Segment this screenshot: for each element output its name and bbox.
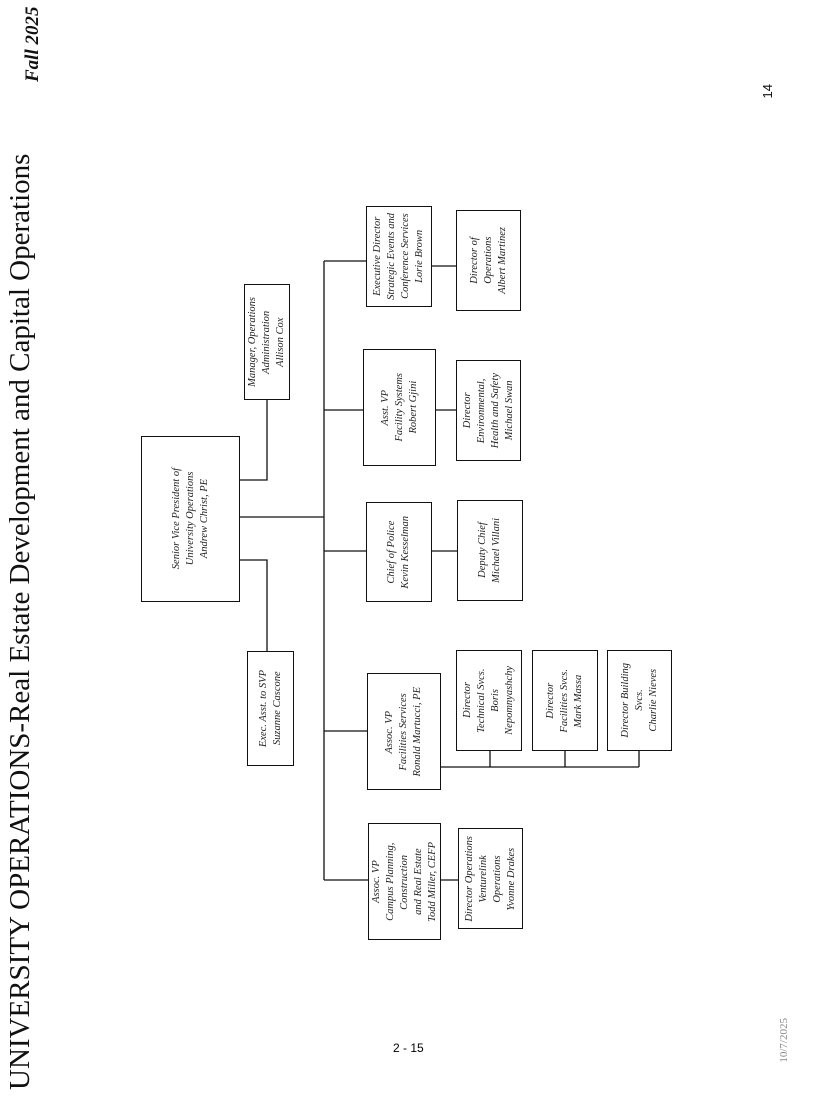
org-box-line: Michael Villani bbox=[491, 518, 502, 583]
org-box-line: Senior Vice President of bbox=[170, 468, 182, 570]
org-box-line: Assoc. VP bbox=[384, 710, 395, 753]
org-box-line: Venturelink bbox=[477, 854, 489, 903]
org-box-line: Svcs. bbox=[633, 689, 645, 712]
org-box-line: Conference Services bbox=[400, 213, 411, 300]
org-box-line: Director Building bbox=[619, 663, 631, 738]
org-box-line: Deputy Chief bbox=[477, 522, 488, 579]
org-box-line: Allison Cox bbox=[275, 317, 286, 367]
org-box-line: Nepomnyashchy bbox=[504, 666, 515, 735]
org-box-line: Manager, Operations bbox=[247, 297, 258, 387]
org-box-line: and Real Estate bbox=[412, 848, 424, 915]
org-box-line: Ronald Martucci, PE bbox=[412, 686, 423, 777]
org-box-line: Facility Systems bbox=[393, 373, 405, 442]
connector-facilities-directors bbox=[440, 750, 640, 768]
org-box-line: Mark Massa bbox=[573, 674, 584, 727]
connector-svp-spine bbox=[239, 261, 325, 880]
org-box-line: Asst. VP bbox=[379, 389, 391, 426]
org-box-line: Suzanne Cascone bbox=[271, 671, 283, 746]
org-box-line: Technical Svcs. bbox=[476, 668, 487, 733]
org-box-line: University Operations bbox=[184, 472, 196, 566]
org-box-line: Health and Safety bbox=[489, 372, 501, 449]
org-box-line: Director of bbox=[468, 237, 480, 284]
org-box-line: Facilities Svcs. bbox=[559, 668, 570, 733]
connector-svp-asst bbox=[239, 559, 268, 651]
org-box-line: Michael Swan bbox=[503, 380, 515, 441]
org-box-line: Construction bbox=[398, 854, 410, 909]
org-box-line: Andrew Christ, PE bbox=[198, 479, 210, 559]
org-box-line: Operations bbox=[482, 236, 494, 285]
org-box-line: Albert Martinez bbox=[496, 227, 508, 294]
org-box-line: Strategic Events and bbox=[386, 213, 397, 300]
org-box-line: Lorie Brown bbox=[414, 230, 425, 283]
org-box-line: Boris bbox=[490, 689, 501, 712]
org-box-line: Chief of Police bbox=[386, 520, 397, 584]
org-box-line: Operations bbox=[491, 854, 503, 903]
org-box-line: Director bbox=[461, 392, 473, 429]
org-box-line: Yvonne Drakes bbox=[505, 847, 517, 910]
org-box-line: Kevin Kesselman bbox=[400, 515, 411, 589]
org-box-line: Todd Miller, CEFP bbox=[426, 841, 438, 922]
connector-branches bbox=[324, 260, 368, 881]
org-box-line: Director bbox=[462, 682, 473, 719]
org-box-line: Exec. Asst. to SVP bbox=[257, 669, 269, 748]
org-box-line: Facilities Services bbox=[398, 692, 409, 771]
org-box-line: Charlie Nieves bbox=[647, 669, 659, 732]
org-box-line: Director Operations bbox=[463, 835, 475, 922]
connector-svp-manager bbox=[239, 399, 268, 481]
org-box-line: Director bbox=[545, 682, 556, 719]
connector-children bbox=[431, 265, 458, 881]
page-ref: 2 - 15 bbox=[393, 1041, 424, 1055]
org-box-line: Administration bbox=[261, 310, 272, 374]
org-box-line: Campus Planning, bbox=[384, 842, 396, 921]
org-box-line: Environmental, bbox=[475, 378, 487, 443]
org-box-line: Executive Director bbox=[372, 216, 383, 297]
org-box-line: Assoc. VP bbox=[370, 860, 382, 903]
org-box-line: Robert Gjini bbox=[407, 381, 419, 434]
